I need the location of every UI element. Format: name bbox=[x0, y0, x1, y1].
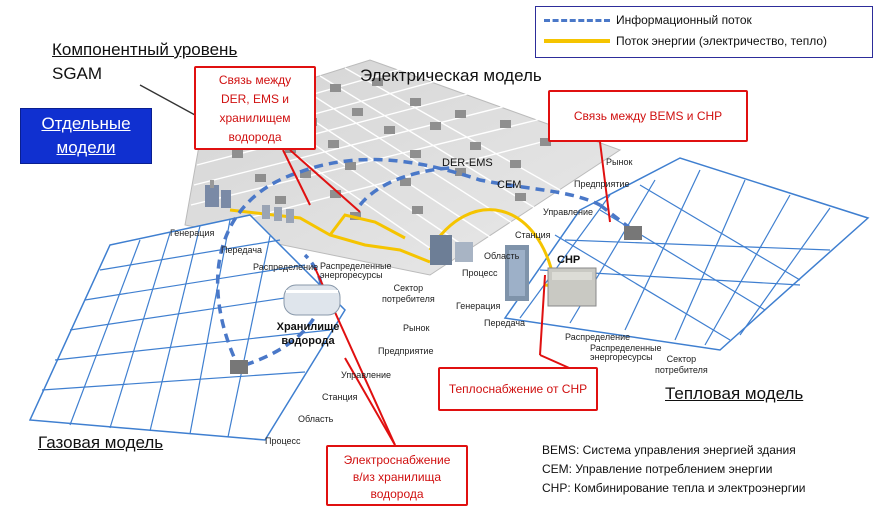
hydrogen-storage-label: Хранилище водорода bbox=[274, 320, 342, 348]
der-ems-label: DER-EMS bbox=[442, 157, 493, 169]
electric-axis-process: Процесс bbox=[462, 268, 498, 278]
info-flow-swatch bbox=[544, 18, 610, 22]
separate-models-box: Отдельные модели bbox=[20, 108, 152, 164]
thermal-grid-lines bbox=[519, 169, 831, 346]
callout-der-ems-line2: DER, EMS и bbox=[220, 92, 290, 106]
electric-axis-der: Распределенные энергоресурсы bbox=[320, 262, 392, 280]
electric-model-title: Электрическая модель bbox=[360, 66, 542, 85]
gas-axis-operation: Управление bbox=[341, 370, 392, 380]
separate-models-line2: модели bbox=[56, 138, 116, 157]
substation-equipment bbox=[262, 205, 294, 223]
thermal-axis-generation: Генерация bbox=[456, 301, 501, 311]
electric-axis-field: Область bbox=[484, 251, 520, 261]
cem-label: CEM bbox=[497, 179, 522, 191]
thermal-device bbox=[624, 226, 642, 240]
electric-axis-enterprise: Предприятие bbox=[574, 179, 630, 189]
thermal-model-title: Тепловая модель bbox=[665, 384, 804, 403]
legend-energy-label: Поток энергии (электричество, тепло) bbox=[616, 34, 828, 48]
legend-energy-flow: Поток энергии (электричество, тепло) bbox=[544, 32, 827, 50]
electric-grid-lines bbox=[190, 67, 581, 263]
gas-axis-station: Станция bbox=[322, 392, 358, 402]
thermal-axis-der-line2: энергоресурсы bbox=[590, 352, 653, 362]
callout-heat-supply: Теплоснабжение от CHP bbox=[438, 367, 598, 411]
electric-axis-generation: Генерация bbox=[170, 228, 215, 238]
callout-power-supply: Электроснабжение в/из хранилища водорода bbox=[326, 445, 468, 506]
callout-der-ems-line4: водорода bbox=[228, 130, 282, 144]
callout-power-line2: в/из хранилища bbox=[352, 470, 442, 484]
separate-models-line1: Отдельные bbox=[41, 114, 131, 133]
thermal-axis-customer-line2: потребителя bbox=[655, 365, 708, 375]
footnote-bems: BEMS: Система управления энергией здания bbox=[542, 443, 796, 457]
gas-axis-field: Область bbox=[298, 414, 334, 424]
hydrogen-label-line1: Хранилище bbox=[276, 321, 340, 333]
tall-building bbox=[505, 245, 529, 301]
electric-axis-customer: Сектор потребителя bbox=[382, 283, 435, 305]
hydrogen-label-line2: водорода bbox=[281, 335, 335, 347]
legend-info-label: Информационный поток bbox=[616, 13, 752, 27]
thermal-axis-distribution: Распределение bbox=[565, 332, 631, 342]
thermal-axis-customer-line1: Сектор bbox=[666, 354, 697, 364]
gas-axis-process: Процесс bbox=[265, 436, 301, 446]
electric-axis-market: Рынок bbox=[606, 157, 633, 167]
energy-flow-swatch bbox=[544, 39, 610, 43]
generation-equipment bbox=[205, 180, 231, 208]
gas-device bbox=[230, 360, 248, 374]
thermal-axis-der: Распределенные энергоресурсы bbox=[590, 344, 662, 362]
electric-axis-operation: Управление bbox=[543, 207, 594, 217]
gas-model-title: Газовая модель bbox=[38, 433, 164, 452]
footnote-cem: CEM: Управление потреблением энергии bbox=[542, 462, 773, 476]
callout-power-line3: водорода bbox=[370, 487, 424, 501]
gas-grid-lines bbox=[41, 219, 331, 438]
legend-info-flow: Информационный поток bbox=[544, 11, 752, 29]
building-equipment bbox=[430, 235, 473, 265]
sgam-pointer bbox=[139, 84, 196, 116]
electric-axis-customer-line1: Сектор bbox=[393, 283, 424, 293]
callout-der-ems-line3: хранилищем bbox=[219, 111, 291, 125]
electric-axis-der-line1: Распределенные bbox=[320, 261, 392, 271]
gas-axis-enterprise: Предприятие bbox=[378, 346, 434, 356]
electric-axis-distribution: Распределение bbox=[253, 262, 319, 272]
sgam-title: SGAM bbox=[52, 64, 103, 83]
gas-axis-market: Рынок bbox=[403, 323, 430, 333]
electric-axis-station: Станция bbox=[515, 230, 551, 240]
chp-label: CHP bbox=[557, 254, 581, 266]
callout-power-line1: Электроснабжение bbox=[343, 453, 451, 467]
thermal-axis-der-line1: Распределенные bbox=[590, 343, 662, 353]
footnote-chp: CHP: Комбинирование тепла и электроэнерг… bbox=[542, 481, 806, 495]
callout-der-ems-line1: Связь между bbox=[218, 73, 292, 87]
thermal-axis-customer: Сектор потребителя bbox=[655, 354, 708, 376]
electric-axis-transmission: Передача bbox=[221, 245, 263, 255]
callout-bems-chp-link: Связь между BEMS и CHP bbox=[548, 90, 748, 142]
electric-axis-customer-line2: потребителя bbox=[382, 294, 435, 304]
component-level-title: Компонентный уровень bbox=[52, 40, 238, 59]
thermal-axis-transmission: Передача bbox=[484, 318, 526, 328]
callout-der-ems-link: Связь между DER, EMS и хранилищем водоро… bbox=[194, 66, 316, 150]
legend: Информационный поток Поток энергии (элек… bbox=[535, 6, 873, 58]
chp-unit bbox=[547, 267, 597, 307]
electric-axis-der-line2: энергоресурсы bbox=[320, 270, 383, 280]
hydrogen-tanks bbox=[283, 284, 341, 316]
